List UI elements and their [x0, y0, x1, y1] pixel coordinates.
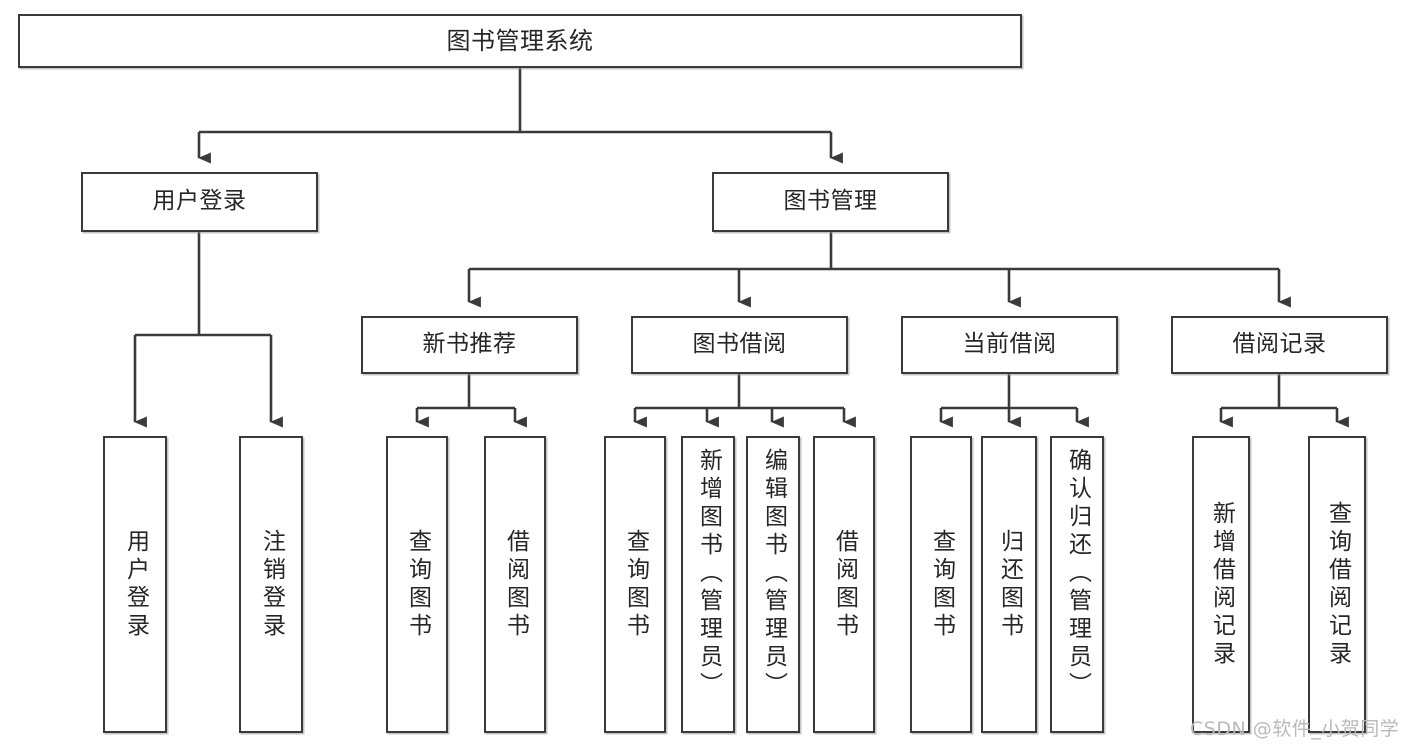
csdn-watermark: CSDN @软件_小贺同学: [1190, 718, 1400, 740]
node-leaf-logout[interactable]: 注销登录: [239, 436, 303, 733]
node-leaf-borrow-book-1-label: 借阅图书: [502, 528, 529, 641]
node-leaf-query-book-1-label: 查询图书: [404, 528, 431, 641]
node-leaf-user-login[interactable]: 用户登录: [103, 436, 167, 733]
node-root[interactable]: 图书管理系统: [18, 14, 1022, 68]
node-leaf-query-book-3-label: 查询图书: [928, 528, 955, 641]
node-leaf-borrow-book-2-label: 借阅图书: [831, 528, 858, 641]
node-book-borrow[interactable]: 图书借阅: [631, 316, 848, 374]
node-leaf-query-book-3[interactable]: 查询图书: [910, 436, 972, 733]
node-leaf-add-record[interactable]: 新增借阅记录: [1192, 436, 1250, 733]
node-leaf-return-book[interactable]: 归还图书: [981, 436, 1037, 733]
node-new-book-recommend[interactable]: 新书推荐: [361, 316, 578, 374]
node-borrow-record[interactable]: 借阅记录: [1171, 316, 1388, 374]
node-borrow-record-label: 借阅记录: [1232, 331, 1327, 358]
node-leaf-query-record[interactable]: 查询借阅记录: [1308, 436, 1366, 733]
node-user-login[interactable]: 用户登录: [81, 172, 318, 232]
node-leaf-return-book-label: 归还图书: [996, 528, 1023, 641]
node-leaf-edit-book-label: 编辑图书（管理员）: [760, 448, 787, 700]
node-user-login-label: 用户登录: [152, 188, 247, 215]
node-root-label: 图书管理系统: [446, 26, 594, 55]
node-leaf-logout-label: 注销登录: [258, 528, 285, 641]
node-leaf-edit-book[interactable]: 编辑图书（管理员）: [746, 436, 800, 733]
node-new-book-recommend-label: 新书推荐: [422, 331, 517, 358]
node-leaf-query-book-1[interactable]: 查询图书: [386, 436, 448, 733]
node-leaf-add-record-label: 新增借阅记录: [1208, 500, 1235, 669]
node-leaf-query-book-2-label: 查询图书: [622, 528, 649, 641]
node-leaf-user-login-label: 用户登录: [122, 528, 149, 641]
node-current-borrow[interactable]: 当前借阅: [901, 316, 1118, 374]
node-leaf-query-book-2[interactable]: 查询图书: [604, 436, 666, 733]
node-leaf-confirm-return-label: 确认归还（管理员）: [1064, 448, 1091, 700]
node-leaf-borrow-book-1[interactable]: 借阅图书: [484, 436, 546, 733]
node-current-borrow-label: 当前借阅: [962, 331, 1057, 358]
node-book-manage-label: 图书管理: [783, 188, 878, 215]
node-leaf-borrow-book-2[interactable]: 借阅图书: [813, 436, 875, 733]
node-leaf-add-book-label: 新增图书（管理员）: [695, 448, 722, 700]
node-leaf-confirm-return[interactable]: 确认归还（管理员）: [1050, 436, 1104, 733]
node-book-borrow-label: 图书借阅: [692, 331, 787, 358]
node-leaf-query-record-label: 查询借阅记录: [1324, 500, 1351, 669]
node-leaf-add-book[interactable]: 新增图书（管理员）: [681, 436, 735, 733]
node-book-manage[interactable]: 图书管理: [712, 172, 949, 232]
